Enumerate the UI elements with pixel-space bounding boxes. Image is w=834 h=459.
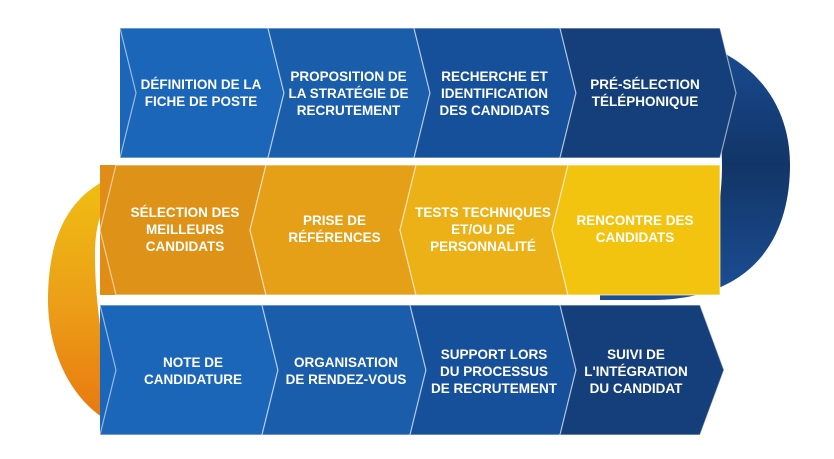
step-label: TESTS TECHNIQUES ET/OU DE PERSONNALITÉ (415, 204, 551, 254)
step-chevron (551, 164, 721, 296)
step-label: SUPPORT LORS DU PROCESSUS DE RECRUTEMENT (430, 346, 557, 396)
step-label: RECHERCHE ET IDENTIFICATION DES CANDIDAT… (439, 68, 550, 118)
step-label: PRÉ-SÉLECTION TÉLÉPHONIQUE (590, 77, 700, 109)
step-chevron (559, 27, 737, 159)
step-label: SÉLECTION DES MEILLEURS CANDIDATS (130, 204, 240, 254)
step-label: ORGANISATION DE RENDEZ-VOUS (285, 355, 407, 387)
step-label: PROPOSITION DE LA STRATÉGIE DE RECRUTEME… (288, 68, 409, 118)
ribbon-fold-right (600, 28, 790, 300)
step-label: DÉFINITION DE LA FICHE DE POSTE (140, 77, 262, 109)
step-chevron (559, 304, 725, 436)
ribbon-fold-left (48, 165, 230, 432)
step-label: PRISE DE RÉFÉRENCES (288, 213, 381, 245)
step-label: RENCONTRE DES CANDIDATS (576, 213, 694, 245)
step-label: NOTE DE CANDIDATURE (144, 355, 242, 387)
step-label: SUIVI DE L'INTÉGRATION DU CANDIDAT (584, 346, 688, 396)
